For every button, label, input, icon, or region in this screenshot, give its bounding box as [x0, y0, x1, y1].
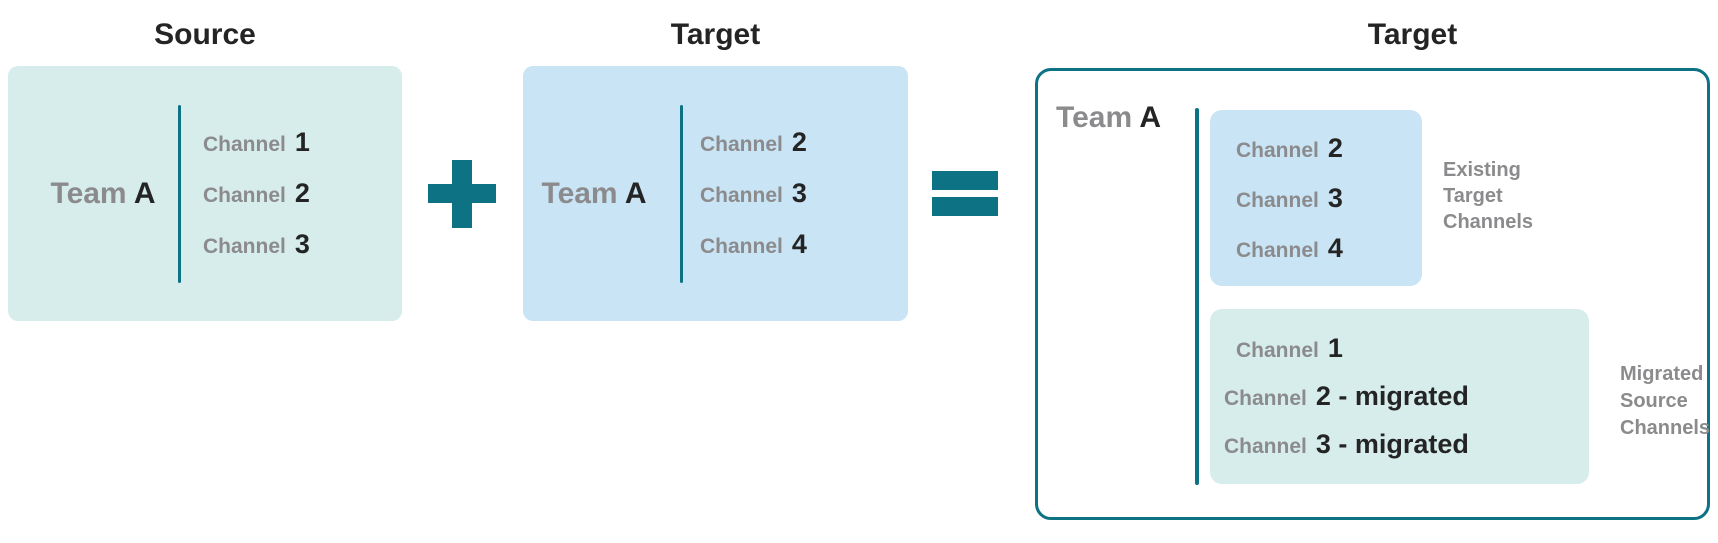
caption-line: Channels: [1443, 211, 1534, 233]
team-prefix: Team: [1056, 101, 1133, 134]
equals-icon: [932, 171, 998, 216]
target-divider-line: [680, 104, 683, 283]
result-team-name: Team A: [1056, 101, 1161, 135]
caption-line: Migrated: [1620, 363, 1704, 385]
result-panel-title: Target: [1367, 18, 1458, 51]
target-team-name: Team A: [523, 177, 680, 211]
source-divider-line: [178, 104, 181, 283]
target-team-box: Team A Channel 2 Channel 3 Channel 4: [523, 66, 908, 321]
equals-top-bar: [932, 171, 998, 190]
channel-label: Channel: [700, 133, 783, 156]
channel-number: 1: [294, 127, 310, 157]
channel-number: 4: [791, 229, 807, 259]
channel-label: Channel: [700, 184, 783, 207]
channel-row: Channel 2: [203, 178, 310, 209]
plus-icon: [428, 160, 496, 228]
channel-row: Channel 2: [1236, 133, 1343, 164]
plus-vertical-bar: [452, 160, 472, 228]
source-channel-list: Channel 1 Channel 2 Channel 3: [181, 127, 310, 260]
result-divider-line: [1195, 108, 1199, 485]
migrated-source-channels-caption: Migrated Source Channels: [1620, 361, 1710, 442]
target-panel-title: Target: [670, 18, 761, 51]
channel-label: Channel: [1224, 387, 1307, 410]
channel-number: 3: [294, 229, 310, 259]
source-team-box: Team A Channel 1 Channel 2 Channel 3: [8, 66, 402, 321]
equals-bottom-bar: [932, 197, 998, 216]
channel-number: 1: [1327, 333, 1343, 363]
channel-row: Channel 3: [1236, 183, 1343, 214]
team-prefix: Team: [50, 176, 127, 210]
channel-row: Channel 4: [700, 229, 807, 260]
channel-row: Channel 4: [1236, 233, 1343, 264]
source-panel-title: Source: [154, 18, 256, 51]
channel-number: 3: [791, 178, 807, 208]
channel-label: Channel: [203, 184, 286, 207]
channel-number: 2 - migrated: [1315, 381, 1469, 411]
existing-target-channels-caption: Existing Target Channels: [1443, 157, 1533, 235]
channel-label: Channel: [700, 235, 783, 258]
channel-number: 2: [1327, 132, 1343, 163]
channel-row: Channel 3 - migrated: [1224, 429, 1469, 460]
existing-target-channels-box: Channel 2 Channel 3 Channel 4: [1210, 110, 1422, 286]
channel-label: Channel: [1236, 188, 1319, 212]
channel-label: Channel: [203, 133, 286, 156]
channel-number: 2: [294, 178, 310, 208]
channel-label: Channel: [1236, 339, 1319, 362]
channel-number: 3 - migrated: [1315, 429, 1469, 459]
migrated-source-channels-box: Channel 1 Channel 2 - migrated Channel 3 - …: [1210, 309, 1589, 484]
channel-label: Channel: [1236, 238, 1319, 262]
channel-row: Channel 2 - migrated: [1224, 381, 1469, 412]
channel-number: 3: [1327, 182, 1343, 213]
caption-line: Existing: [1443, 159, 1521, 181]
caption-line: Target: [1443, 185, 1503, 207]
channel-row: Channel 1: [1236, 333, 1343, 364]
channel-number: 4: [1327, 232, 1343, 263]
channel-row: Channel 3: [700, 178, 807, 209]
team-letter: A: [133, 176, 156, 210]
channel-row: Channel 2: [700, 127, 807, 158]
team-prefix: Team: [541, 176, 618, 210]
channel-label: Channel: [1236, 138, 1319, 162]
channel-row: Channel 3: [203, 229, 310, 260]
channel-label: Channel: [1224, 435, 1307, 458]
channel-number: 2: [791, 127, 807, 157]
caption-line: Channels: [1620, 417, 1711, 439]
target-channel-list: Channel 2 Channel 3 Channel 4: [683, 127, 807, 260]
result-team-box: Team A Channel 2 Channel 3 Channel 4 Existi…: [1035, 68, 1710, 520]
team-letter: A: [1139, 101, 1162, 134]
caption-line: Source: [1620, 390, 1688, 412]
team-letter: A: [624, 176, 647, 210]
channel-label: Channel: [203, 235, 286, 258]
source-team-name: Team A: [8, 177, 178, 211]
channel-row: Channel 1: [203, 127, 310, 158]
